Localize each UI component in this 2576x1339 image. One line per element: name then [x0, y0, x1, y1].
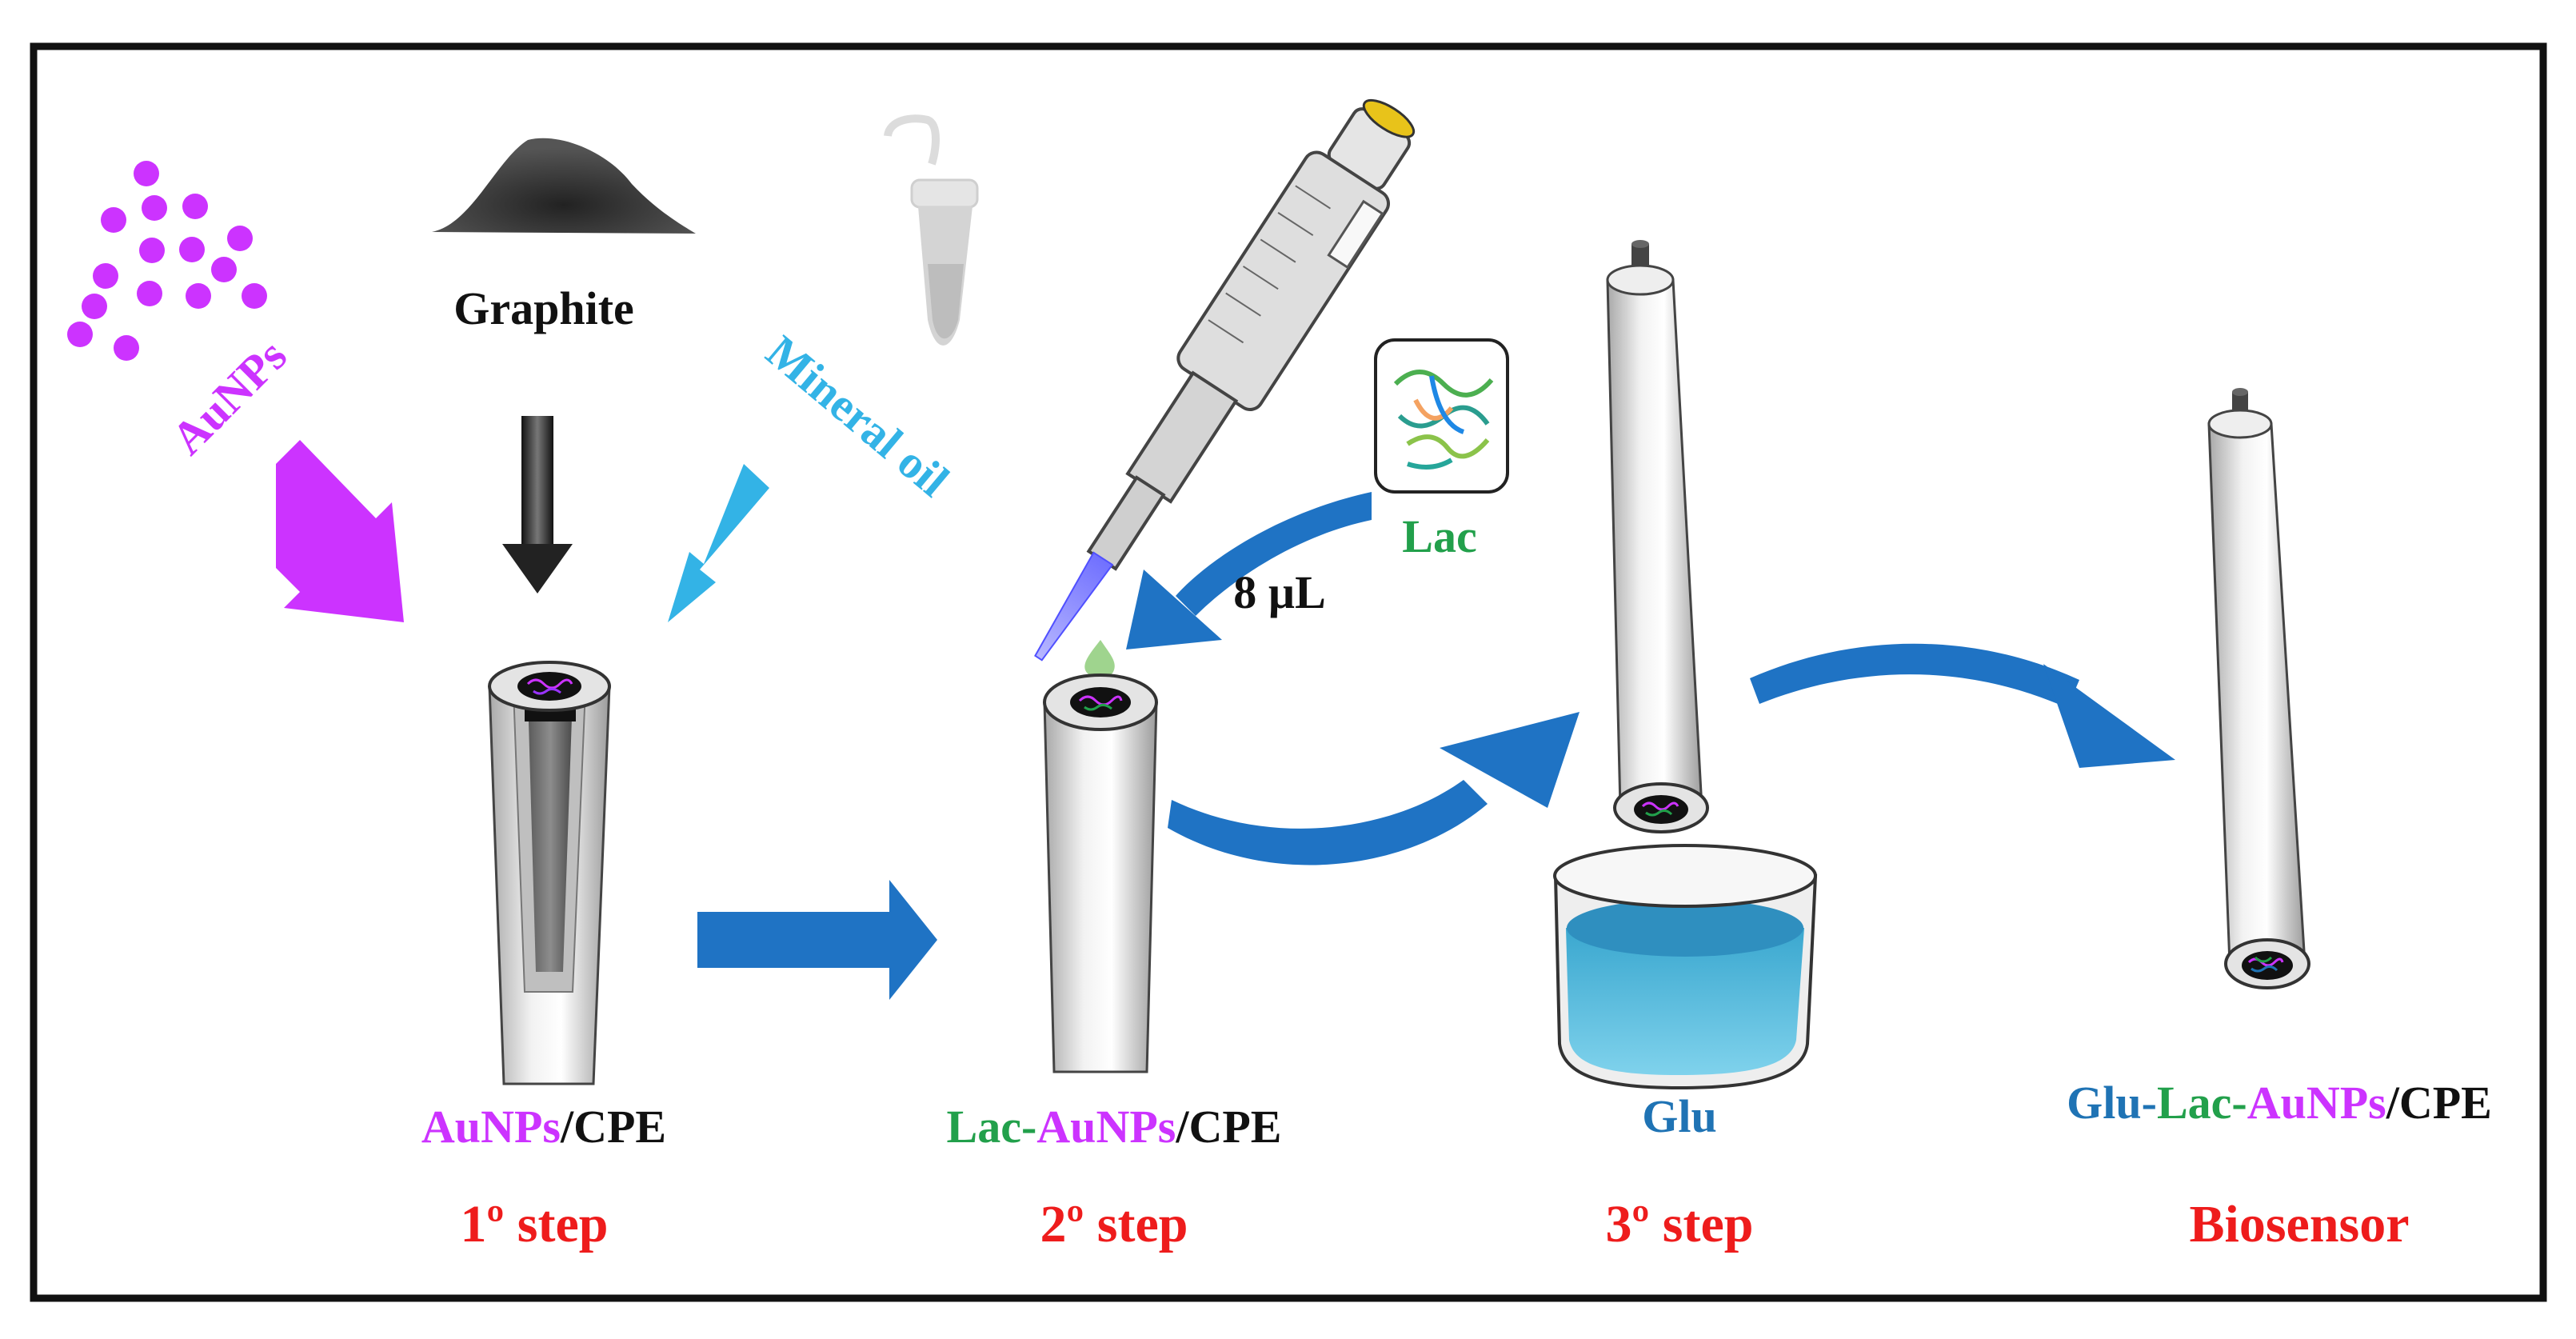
step1-to-step2-arrow-icon — [697, 880, 937, 1000]
step2-to-step3-arrow-icon — [1168, 712, 1580, 865]
volume-label: 8 µL — [1233, 566, 1326, 618]
step3-to-step4-arrow-icon — [1750, 643, 2175, 768]
step2-electrode — [1043, 673, 1158, 1073]
biosensor-title: Biosensor — [2189, 1195, 2409, 1253]
step1-title: 1º step — [461, 1195, 609, 1253]
aunps-arrow-icon — [276, 440, 404, 622]
graphite-label: Graphite — [453, 282, 634, 334]
enzyme-to-electrode-arrow-icon — [1126, 492, 1372, 650]
pipette-icon — [1034, 98, 1416, 662]
laccase-enzyme-icon — [1374, 338, 1509, 494]
step1-electrode-label: AuNPs/CPE — [421, 1101, 666, 1153]
step3-title: 3º step — [1606, 1195, 1754, 1253]
step3-electrode — [1606, 240, 1709, 833]
mineral-oil-arrow-icon — [668, 464, 769, 622]
mineral-oil-tube-icon — [884, 114, 979, 346]
lac-label: Lac — [1402, 510, 1476, 562]
enzyme-drop-icon — [1084, 640, 1115, 678]
biosensor-electrode-label: Glu-Lac-AuNPs/CPE — [2067, 1077, 2492, 1129]
glucose-beaker-icon — [1553, 844, 1818, 1090]
graphite-arrow-icon — [502, 416, 573, 594]
step2-title: 2º step — [1040, 1195, 1188, 1253]
glu-label: Glu — [1642, 1090, 1717, 1142]
graphite-pile-icon — [432, 138, 696, 234]
step1-electrode — [488, 661, 611, 1085]
step2-electrode-label: Lac-AuNPs/CPE — [947, 1101, 1282, 1153]
biosensor-electrode — [2207, 388, 2310, 989]
aunps-particles-icon — [67, 161, 267, 361]
